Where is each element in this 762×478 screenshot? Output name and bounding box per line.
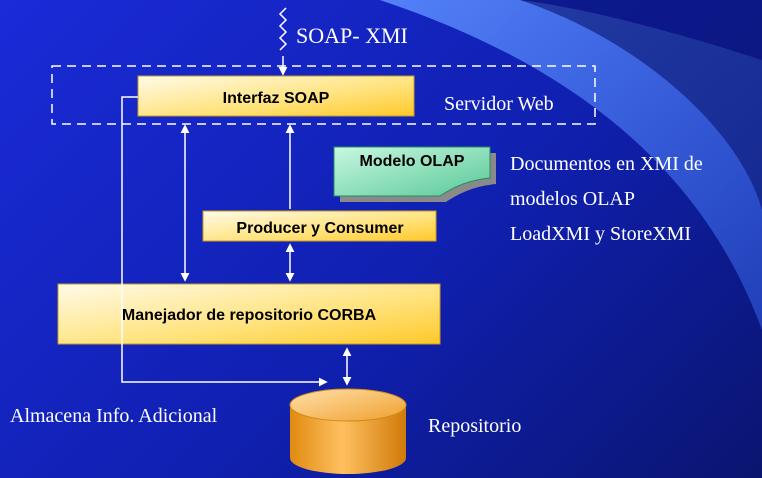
soap-interface-box	[137, 75, 415, 117]
connector-additional-info	[121, 96, 328, 387]
xmi-docs-line1: Documentos en XMI de	[510, 153, 703, 175]
xmi-docs-line3: LoadXMI y StoreXMI	[510, 223, 691, 245]
producer-consumer-label: Producer y Consumer	[236, 220, 403, 237]
producer-consumer-box	[202, 210, 437, 242]
squiggle-icon	[278, 7, 288, 51]
soap-interface-label: Interfaz SOAP	[223, 90, 330, 107]
corba-manager-label: Manejador de repositorio CORBA	[122, 307, 377, 324]
additional-info-label: Almacena Info. Adicional	[10, 405, 218, 427]
background-swoosh-dark	[520, 0, 762, 210]
xmi-docs-line2: modelos OLAP	[510, 188, 635, 210]
background-swoosh	[380, 0, 762, 330]
olap-model-document	[333, 146, 491, 197]
web-server-boundary	[51, 65, 596, 125]
web-server-label: Servidor Web	[444, 93, 554, 115]
repository-cylinder	[289, 388, 407, 474]
olap-model-label: Modelo OLAP	[360, 153, 465, 170]
protocol-label: SOAP- XMI	[296, 23, 408, 48]
repository-label: Repositorio	[428, 415, 521, 437]
